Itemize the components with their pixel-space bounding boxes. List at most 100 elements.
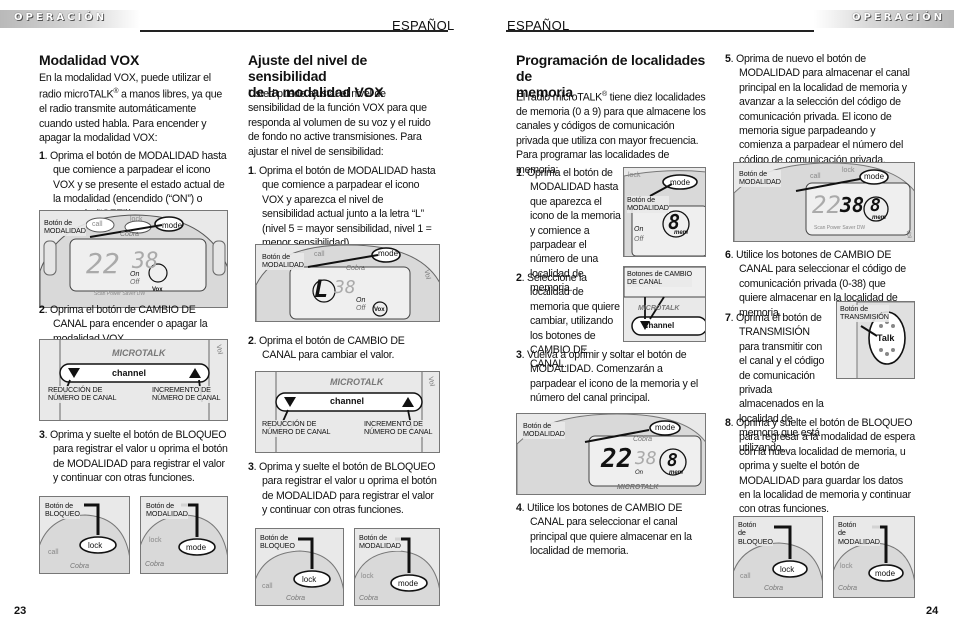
mode-button[interactable]: mode xyxy=(186,543,207,552)
memory-step-5: 5. Oprima de nuevo el botón de MODALIDAD… xyxy=(725,53,910,166)
lcd-memory-digit: 8 xyxy=(870,195,881,216)
right-section-tab xyxy=(814,10,954,28)
sensitivity-step-1: 1. Oprima el botón de MODALIDAD hasta qu… xyxy=(248,165,436,249)
lock-button[interactable]: lock xyxy=(302,575,317,584)
lcd-on: On xyxy=(635,470,644,476)
sensitivity-intro: Usted puede ajustar el nivel de sensibil… xyxy=(248,88,431,158)
sensitivity-mode-figure: mode call Cobra L 38 On Off Vox Vol Botó… xyxy=(255,244,440,322)
mode-button[interactable]: mode xyxy=(162,221,183,230)
memory-step-8: 8. Oprima y suelte el botón de BLOQUEO p… xyxy=(725,417,916,516)
call-button[interactable]: call xyxy=(810,173,821,180)
vox-intro: En la modalidad VOX, puede utilizar el r… xyxy=(39,72,223,145)
lcd-code-digits: 38 xyxy=(334,277,356,298)
memory-step-1: 1. Oprima el botón de MODALIDAD hasta qu… xyxy=(516,167,621,295)
mode-button[interactable]: mode xyxy=(378,249,399,258)
left-header-rule xyxy=(140,30,448,32)
lcd-mem: mem xyxy=(674,230,689,236)
mode-button[interactable]: mode xyxy=(670,178,691,187)
brand-logo: Cobra xyxy=(764,585,784,592)
call-button[interactable]: call xyxy=(262,583,273,590)
lcd-memory-digit: 8 xyxy=(667,450,678,471)
volume-label: Vol xyxy=(214,344,224,355)
mode-button[interactable]: mode xyxy=(398,579,419,588)
vox-mode-button-figure: mode call lock Cobra 22 38 On Off Vox Sc… xyxy=(39,210,228,308)
left-section-tab xyxy=(0,10,140,28)
channel-button[interactable]: channel xyxy=(644,321,675,330)
left-section-title: OPERACIÓN xyxy=(14,12,108,23)
lock-button-ghost[interactable]: lock xyxy=(840,563,853,570)
lock-button-ghost[interactable]: lock xyxy=(149,537,162,544)
mode-button[interactable]: mode xyxy=(875,569,896,578)
memory-step-3: 3. Vuelva a oprimir y soltar el botón de… xyxy=(516,349,698,405)
brand-logo: Cobra xyxy=(838,585,858,592)
lock-button[interactable]: lock xyxy=(780,565,795,574)
lock-button[interactable]: lock xyxy=(130,216,143,223)
call-button[interactable]: call xyxy=(314,251,325,258)
lcd-off: Off xyxy=(634,236,644,243)
lock-button[interactable]: lock xyxy=(842,167,855,174)
volume-label: Vol xyxy=(904,229,912,239)
memory-mode-figure-2: mode Cobra 22 38 8 mem On MICROTALK Botó… xyxy=(516,413,706,495)
vox-step-3: 3. Oprima y suelte el botón de BLOQUEO p… xyxy=(39,429,228,485)
brand-logo: Cobra xyxy=(286,595,306,602)
lcd-channel-digits: 22 xyxy=(812,191,841,219)
brand-logo: Cobra xyxy=(145,561,165,568)
lcd-channel-digits: 22 xyxy=(86,247,120,280)
product-logo: MICROTALK xyxy=(638,305,680,312)
sensitivity-step-2: 2. Oprima el botón de CAMBIO DE CANAL pa… xyxy=(248,335,405,362)
lcd-vox: Vox xyxy=(152,287,163,293)
lock-button-ghost[interactable]: lock xyxy=(361,573,374,580)
mode-button[interactable]: mode xyxy=(655,423,676,432)
talk-button[interactable]: Talk xyxy=(877,333,895,343)
brand-logo: Cobra xyxy=(633,436,653,443)
lock-button[interactable]: lock xyxy=(88,541,103,550)
product-logo: MICROTALK xyxy=(112,348,166,358)
lcd-off: Off xyxy=(130,279,140,286)
mode-button[interactable]: mode xyxy=(864,172,885,181)
lock-button[interactable]: lock xyxy=(628,172,641,179)
call-button[interactable]: call xyxy=(740,573,751,580)
lcd-on: On xyxy=(634,226,644,233)
product-logo: MICROTALK xyxy=(330,377,384,387)
lcd-off: Off xyxy=(356,305,366,312)
vox-step-2: 2. Oprima el botón de CAMBIO DE CANAL pa… xyxy=(39,304,208,345)
memory-step-2: 2. Seleccione la localidad de memoria qu… xyxy=(516,272,620,371)
lcd-level-letter: L xyxy=(314,275,329,303)
page-number-left: 23 xyxy=(14,605,27,617)
call-button[interactable]: call xyxy=(48,549,59,556)
memory-step-7: 7. Oprima el botón de TRANSMISIÓN para t… xyxy=(725,312,825,454)
volume-label: Vol xyxy=(422,269,432,280)
lcd-mem: mem xyxy=(872,215,887,221)
call-button[interactable]: call xyxy=(92,221,103,228)
lcd-channel-digits: 22 xyxy=(601,444,633,474)
left-language-label: ESPAÑOL xyxy=(392,18,455,33)
channel-button[interactable]: channel xyxy=(330,396,365,406)
memory-step-4: 4. Utilice los botones de CAMBIO DE CANA… xyxy=(516,502,692,558)
channel-button[interactable]: channel xyxy=(112,368,147,378)
right-section-title: OPERACIÓN xyxy=(852,12,946,23)
brand-logo: Cobra xyxy=(120,231,140,238)
